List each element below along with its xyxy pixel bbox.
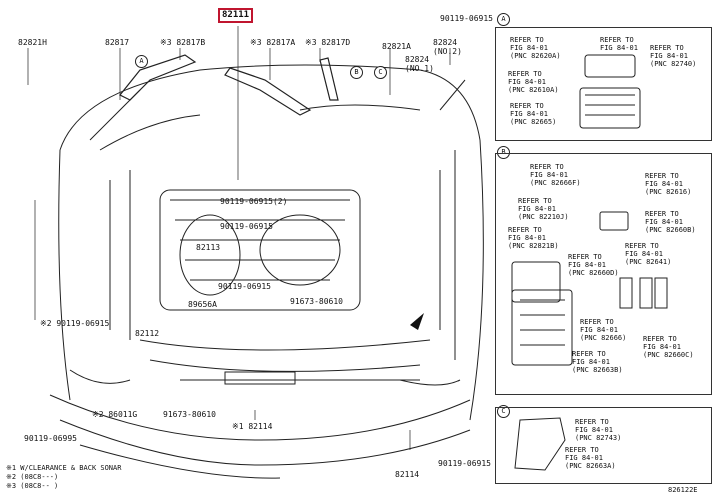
label-82114: ※1 82114 bbox=[232, 422, 273, 431]
label-82821A: 82821A bbox=[382, 42, 411, 51]
label-89656A: 89656A bbox=[188, 300, 217, 309]
label-82113: 82113 bbox=[196, 243, 221, 252]
ref-82660C[interactable]: REFER TO FIG 84-01 (PNC 82660C) bbox=[643, 335, 694, 359]
engine-block bbox=[159, 189, 361, 311]
ref-82821B[interactable]: REFER TO FIG 84-01 (PNC 82821B) bbox=[508, 226, 559, 250]
callout-b-diagram[interactable]: B bbox=[350, 66, 363, 79]
detail-panel-b bbox=[495, 153, 712, 395]
harness-82817d bbox=[319, 57, 339, 101]
label-82824-no2-sub: (NO.2) bbox=[433, 47, 462, 56]
label-90119-b: 90119-06915 bbox=[218, 282, 271, 291]
ref-82666F[interactable]: REFER TO FIG 84-01 (PNC 82666F) bbox=[530, 163, 581, 187]
callout-b[interactable]: B bbox=[497, 146, 510, 159]
label-82817A: ※3 82817A bbox=[250, 38, 296, 47]
footnote-2: ※2 (08C8---) bbox=[6, 473, 59, 481]
callout-c-diagram[interactable]: C bbox=[374, 66, 387, 79]
label-91673-b: 91673-80610 bbox=[163, 410, 216, 419]
ref-82620A[interactable]: REFER TO FIG 84-01 (PNC 82620A) bbox=[510, 36, 561, 60]
label-82817B: ※3 82817B bbox=[160, 38, 206, 47]
label-82824-no1-sub: (NO.1) bbox=[405, 64, 434, 73]
label-82824-no1: 82824 bbox=[405, 55, 430, 64]
ref-82663B[interactable]: REFER TO FIG 84-01 (PNC 82663B) bbox=[572, 350, 623, 374]
label-82112: 82112 bbox=[135, 329, 160, 338]
hood-outline bbox=[59, 64, 481, 151]
detail-panel-a bbox=[495, 27, 712, 141]
ref-82210J[interactable]: REFER TO FIG 84-01 (PNC 82210J) bbox=[518, 197, 569, 221]
ref-82660D[interactable]: REFER TO FIG 84-01 (PNC 82660D) bbox=[568, 253, 619, 277]
ref-82665[interactable]: REFER TO FIG 84-01 (PNC 82665) bbox=[510, 102, 557, 126]
callout-a-diagram[interactable]: A bbox=[135, 55, 148, 68]
label-82821H: 82821H bbox=[18, 38, 47, 47]
ref-82616[interactable]: REFER TO FIG 84-01 (PNC 82616) bbox=[645, 172, 692, 196]
harness-82817b bbox=[119, 54, 197, 101]
highlighted-part-number[interactable]: 82111 bbox=[218, 8, 254, 23]
harness-82817a bbox=[224, 67, 312, 116]
footnote-3: ※3 (08C8-- ) bbox=[6, 482, 59, 490]
ref-82641[interactable]: REFER TO FIG 84-01 (PNC 82641) bbox=[625, 242, 672, 266]
ref-82660B[interactable]: REFER TO FIG 84-01 (PNC 82660B) bbox=[645, 210, 696, 234]
label-82114b: 82114 bbox=[395, 470, 420, 479]
label-91673-a: 91673-80610 bbox=[290, 297, 343, 306]
label-90119-bottom-right: 90119-06915 bbox=[438, 459, 491, 468]
label-90119-bottom: 90119-06995 bbox=[24, 434, 77, 443]
ref-82663A[interactable]: REFER TO FIG 84-01 (PNC 82663A) bbox=[565, 446, 616, 470]
front-arrow bbox=[410, 313, 424, 330]
label-90119-top: 90119-06915 bbox=[440, 14, 493, 23]
label-90119-2: 90119-06915(2) bbox=[220, 197, 288, 206]
callout-a[interactable]: A bbox=[497, 13, 510, 26]
footnote-1: ※1 W/CLEARANCE & BACK SONAR bbox=[6, 464, 122, 472]
diagram-code: 826122E bbox=[668, 486, 698, 494]
label-90119-a: 90119-06915 bbox=[220, 222, 273, 231]
callout-c[interactable]: C bbox=[497, 405, 510, 418]
ref-82743[interactable]: REFER TO FIG 84-01 (PNC 82743) bbox=[575, 418, 622, 442]
ref-82610A[interactable]: REFER TO FIG 84-01 (PNC 82610A) bbox=[508, 70, 559, 94]
label-90119-left: ※2 90119-06915 bbox=[40, 319, 110, 328]
label-86011G: ※2 86011G bbox=[92, 410, 138, 419]
label-82824-no2: 82824 bbox=[433, 38, 458, 47]
label-82817D: ※3 82817D bbox=[305, 38, 351, 47]
detail-panel-c bbox=[495, 407, 712, 484]
label-82817: 82817 bbox=[105, 38, 130, 47]
ref-82666[interactable]: REFER TO FIG 84-01 (PNC 82666) bbox=[580, 318, 627, 342]
bumper-outline bbox=[49, 394, 471, 441]
ref-82740[interactable]: REFER TO FIG 84-01 (PNC 82740) bbox=[650, 44, 697, 68]
ref-fig84-a[interactable]: REFER TO FIG 84-01 bbox=[600, 36, 638, 52]
